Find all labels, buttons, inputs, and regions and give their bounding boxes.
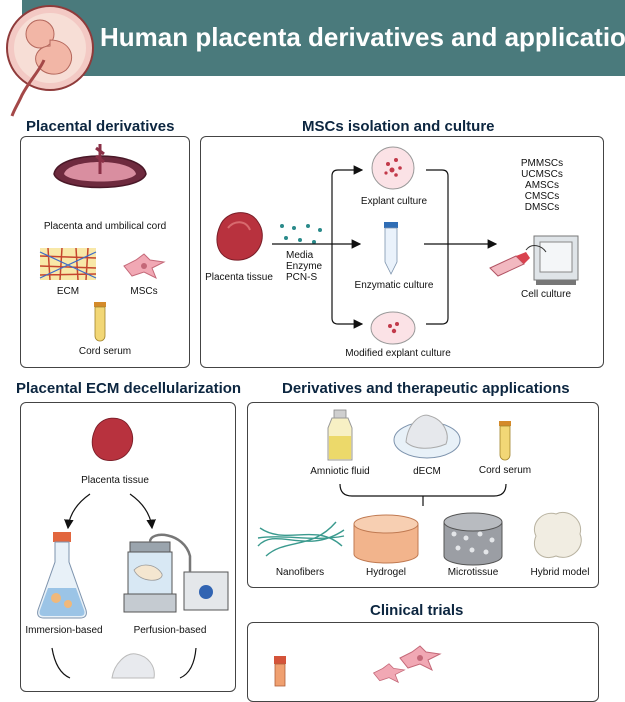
cell-type-item: AMSCs	[525, 180, 559, 191]
microtissue-icon	[443, 512, 503, 566]
derivatives-title: Placental derivatives	[26, 118, 175, 135]
dish-icon	[393, 414, 461, 459]
ecm-icon	[39, 247, 97, 281]
tissue-icon	[91, 417, 134, 461]
cell-culture-label: Cell culture	[520, 289, 572, 300]
tube-icon	[499, 421, 511, 461]
nanofibers-icon	[257, 521, 345, 557]
method-label: Enzymatic culture	[354, 280, 434, 291]
decell-arrows	[51, 493, 197, 679]
fetus-icon	[6, 5, 94, 117]
media-item: Enzyme	[286, 261, 323, 272]
header-banner	[22, 0, 625, 76]
decell-method-label: Perfusion-based	[133, 625, 207, 636]
decell-source-label: Placenta tissue	[81, 475, 149, 486]
app-product-label: Nanofibers	[275, 567, 325, 578]
clinical-title: Clinical trials	[370, 602, 464, 619]
mscs-source-label: Placenta tissue	[205, 272, 273, 283]
applications-bracket	[339, 483, 507, 506]
mscs-flow-arrows	[272, 165, 498, 329]
flask-icon	[37, 532, 87, 619]
perfusion-icon	[123, 533, 229, 613]
placenta-icon	[53, 144, 147, 189]
msc-cell-icon	[372, 663, 406, 684]
msc-cell-icon	[399, 645, 442, 672]
app-product-label: Hybrid model	[530, 567, 590, 578]
placenta-label: Placenta and umbilical cord	[43, 221, 167, 232]
mscs-title: MSCs isolation and culture	[302, 118, 495, 135]
app-derivative-label: Cord serum	[478, 465, 532, 476]
hybrid-model-icon	[534, 512, 582, 558]
msc-label: MSCs	[130, 286, 158, 297]
media-list: Media Enzyme PCN-S	[286, 250, 322, 283]
applications-title: Derivatives and therapeutic applications	[282, 380, 570, 397]
page-title: Human placenta derivatives and applicati…	[100, 22, 625, 52]
decm-powder-icon	[111, 653, 155, 679]
media-item: PCN-S	[286, 272, 318, 283]
cell-types-list: PMMSCs UCMSCs AMSCs CMSCs DMSCs	[510, 158, 574, 213]
method-label: Modified explant culture	[345, 348, 451, 359]
cell-type-item: PMMSCs	[520, 158, 564, 169]
tissue-icon	[216, 212, 263, 261]
hydrogel-icon	[353, 514, 419, 564]
media-item: Media	[286, 250, 314, 261]
cord-serum-label: Cord serum	[78, 346, 132, 357]
tube-icon	[94, 302, 106, 342]
dish-icon	[370, 311, 416, 345]
incubator-icon	[489, 235, 579, 285]
app-product-label: Microtissue	[447, 567, 499, 578]
ecm-label: ECM	[56, 286, 80, 297]
decell-method-label: Immersion-based	[25, 625, 103, 636]
tube-icon	[384, 222, 398, 275]
method-label: Explant culture	[360, 196, 428, 207]
app-product-label: Hydrogel	[365, 567, 407, 578]
dish-icon	[371, 146, 415, 190]
particle-dots	[280, 224, 322, 244]
cell-type-item: DMSCs	[524, 202, 560, 213]
tube-icon	[274, 656, 286, 687]
amniotic-fluid-icon	[327, 409, 353, 461]
cell-type-item: UCMSCs	[521, 169, 563, 180]
decell-title: Placental ECM decellularization	[16, 380, 242, 397]
app-derivative-label: dECM	[413, 466, 441, 477]
msc-cell-icon	[123, 253, 166, 280]
cell-type-item: CMSCs	[524, 191, 560, 202]
app-derivative-label: Amniotic fluid	[310, 466, 370, 477]
